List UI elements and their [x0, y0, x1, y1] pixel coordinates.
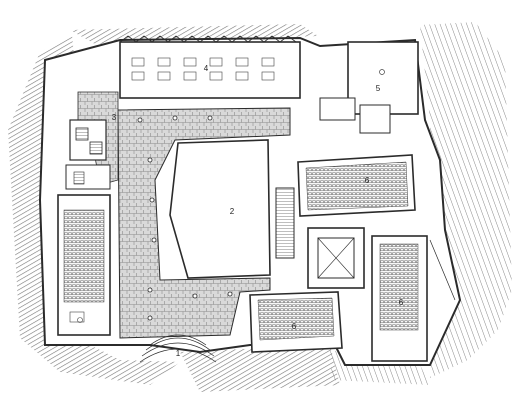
label-hall-north: 4 — [204, 64, 209, 73]
central-service-tower — [275, 187, 365, 289]
label-auditorium-southeast: 6 — [399, 298, 404, 307]
label-entrance: 1 — [176, 349, 181, 358]
auditorium-south — [249, 291, 343, 353]
room-northeast — [319, 41, 419, 134]
auditorium-southeast — [371, 235, 456, 362]
entrance-steps — [139, 334, 217, 363]
courtyard — [169, 139, 271, 279]
west-service-core — [65, 119, 111, 190]
label-auditorium-south: 6 — [292, 322, 297, 331]
courtyard-columns — [137, 115, 233, 321]
label-courtyard: 2 — [230, 207, 235, 216]
auditorium-east — [297, 154, 416, 217]
label-room-northeast: 5 — [376, 84, 381, 93]
label-auditorium-east: 6 — [365, 176, 370, 185]
label-stair-lobby: 3 — [112, 113, 117, 122]
terrain-hatch-south — [180, 345, 340, 392]
west-lecture-hall — [57, 194, 111, 336]
cloister-paving — [117, 107, 291, 339]
north-hall — [119, 35, 301, 99]
